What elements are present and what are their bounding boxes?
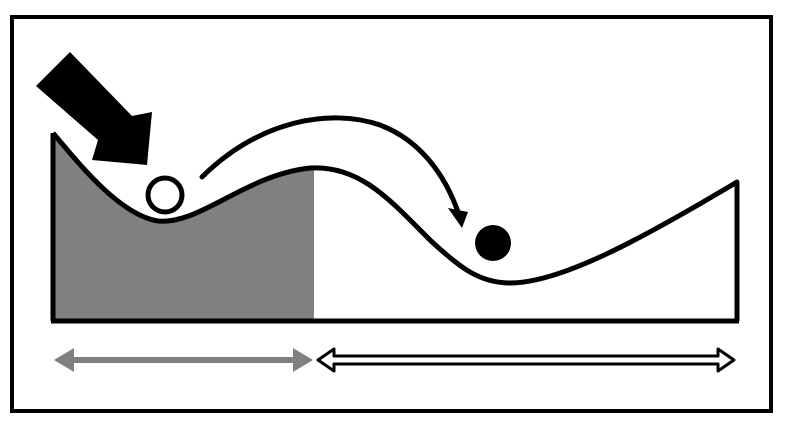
final-ball bbox=[475, 225, 511, 261]
energy-landscape-curve bbox=[51, 131, 740, 321]
shaded-left-region bbox=[53, 133, 314, 321]
outer-frame bbox=[10, 15, 773, 413]
push-arrow-icon bbox=[36, 52, 152, 165]
double-headed-gray-arrow-icon bbox=[54, 348, 313, 372]
curved-trajectory-arrow-icon bbox=[199, 115, 468, 228]
initial-ball bbox=[145, 175, 185, 215]
double-headed-outline-arrow-icon bbox=[316, 347, 736, 373]
